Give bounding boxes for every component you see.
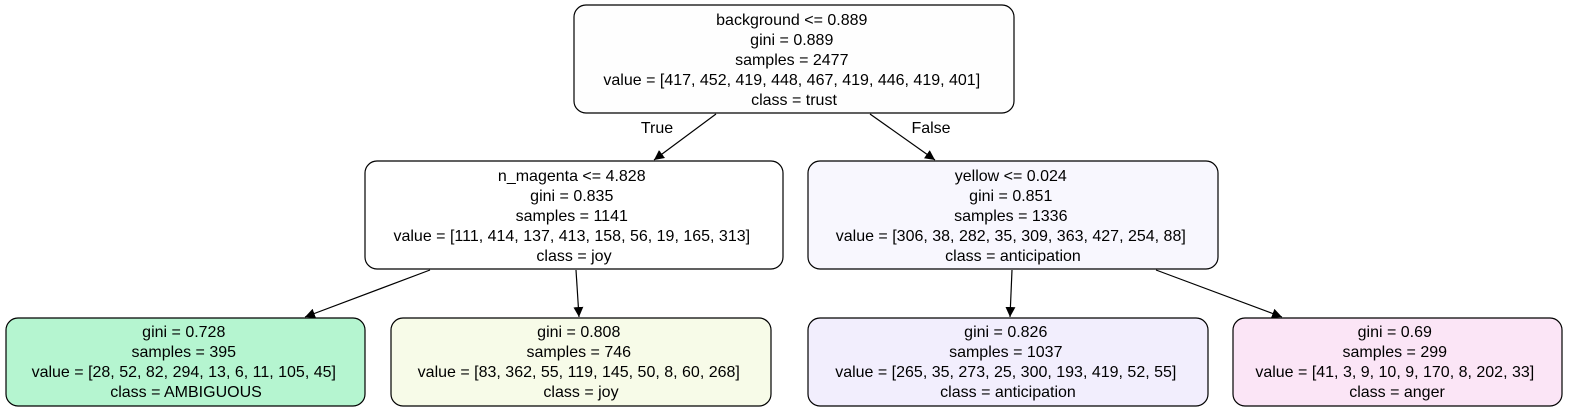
node-left-right-class: class = joy [543, 384, 618, 401]
svg-text:gini = 0.808 samples = 7: gini = 0.808 samples = 746 value = [83, … [418, 324, 745, 401]
svg-text:gini = 0.826 samples = 1: gini = 0.826 samples = 1037 value = [265… [835, 324, 1181, 401]
node-left-left: gini = 0.728 samples = 395 value = [28, … [5, 317, 366, 407]
node-left-left-class: class = AMBIGUOUS [110, 384, 262, 401]
edge-right-rr [1155, 269, 1283, 319]
node-root-class: class = trust [751, 92, 837, 109]
node-left-right-box [390, 317, 772, 407]
node-right-samples: samples = 1336 [954, 208, 1068, 225]
node-left-right-samples: samples = 746 [527, 344, 632, 361]
node-left-value: value = [111, 414, 137, 413, 158, 56, 19… [393, 228, 750, 245]
node-right-left-value: value = [265, 35, 273, 25, 300, 193, 419… [835, 364, 1176, 381]
node-left-right-gini: gini = 0.808 [537, 324, 620, 341]
node-right-gini: gini = 0.851 [969, 188, 1052, 205]
edge-label-false: False [911, 120, 950, 137]
node-right-value: value = [306, 38, 282, 35, 309, 363, 427… [836, 228, 1186, 245]
node-right-left: gini = 0.826 samples = 1037 value = [265… [807, 317, 1209, 407]
node-right-right-samples: samples = 299 [1343, 344, 1448, 361]
node-root: background <= 0.889 gini = 0.889 samples… [573, 4, 1015, 114]
node-left-left-gini: gini = 0.728 [142, 324, 225, 341]
node-left-gini: gini = 0.835 [530, 188, 613, 205]
node-right-right-value: value = [41, 3, 9, 10, 9, 170, 8, 202, 3… [1255, 364, 1534, 381]
node-right-class: class = anticipation [945, 248, 1081, 265]
edge-left-ll [304, 269, 431, 319]
node-left-class: class = joy [536, 248, 611, 265]
edge-label-true: True [641, 120, 673, 137]
node-right-left-box [807, 317, 1209, 407]
node-left-split: n_magenta <= 4.828 [498, 168, 646, 185]
node-right-right: gini = 0.69 samples = 299 value = [41, 3… [1232, 317, 1563, 407]
edge-right-rl [1005, 269, 1016, 318]
node-right: yellow <= 0.024 gini = 0.851 samples = 1… [807, 160, 1219, 270]
node-root-box [573, 4, 1015, 114]
node-left-samples: samples = 1141 [516, 208, 628, 225]
node-left-left-box [5, 317, 366, 407]
node-right-split: yellow <= 0.024 [955, 168, 1067, 185]
node-root-gini: gini = 0.889 [750, 32, 833, 49]
node-root-split: background <= 0.889 [716, 12, 867, 29]
node-root-value: value = [417, 452, 419, 448, 467, 419, 4… [603, 72, 980, 89]
node-right-box [807, 160, 1219, 270]
edge-root-left: True [641, 113, 717, 161]
svg-text:gini = 0.69 samples = 29: gini = 0.69 samples = 299 value = [41, 3… [1255, 324, 1538, 401]
node-left: n_magenta <= 4.828 gini = 0.835 samples … [364, 160, 784, 270]
edge-left-lr [573, 269, 584, 318]
svg-text:background <= 0.889 gini: background <= 0.889 gini = 0.889 samples… [603, 12, 984, 109]
node-right-left-gini: gini = 0.826 [964, 324, 1047, 341]
node-root-samples: samples = 2477 [735, 52, 849, 69]
node-right-right-class: class = anger [1349, 384, 1445, 401]
svg-text:gini = 0.728 samples = 3: gini = 0.728 samples = 395 value = [28, … [32, 324, 341, 401]
node-left-box [364, 160, 784, 270]
node-right-left-samples: samples = 1037 [949, 344, 1063, 361]
node-left-right-value: value = [83, 362, 55, 119, 145, 50, 8, 6… [418, 364, 740, 381]
node-right-right-gini: gini = 0.69 [1358, 324, 1432, 341]
node-left-right: gini = 0.808 samples = 746 value = [83, … [390, 317, 772, 407]
node-left-left-value: value = [28, 52, 82, 294, 13, 6, 11, 105… [32, 364, 336, 381]
svg-text:yellow <= 0.024 gini = 0: yellow <= 0.024 gini = 0.851 samples = 1… [836, 168, 1191, 265]
edge-root-right: False [869, 113, 951, 161]
svg-text:n_magenta <= 4.828 gini: n_magenta <= 4.828 gini = 0.835 samples … [393, 168, 754, 265]
node-left-left-samples: samples = 395 [132, 344, 237, 361]
node-right-right-box [1232, 317, 1563, 407]
node-right-left-class: class = anticipation [940, 384, 1076, 401]
